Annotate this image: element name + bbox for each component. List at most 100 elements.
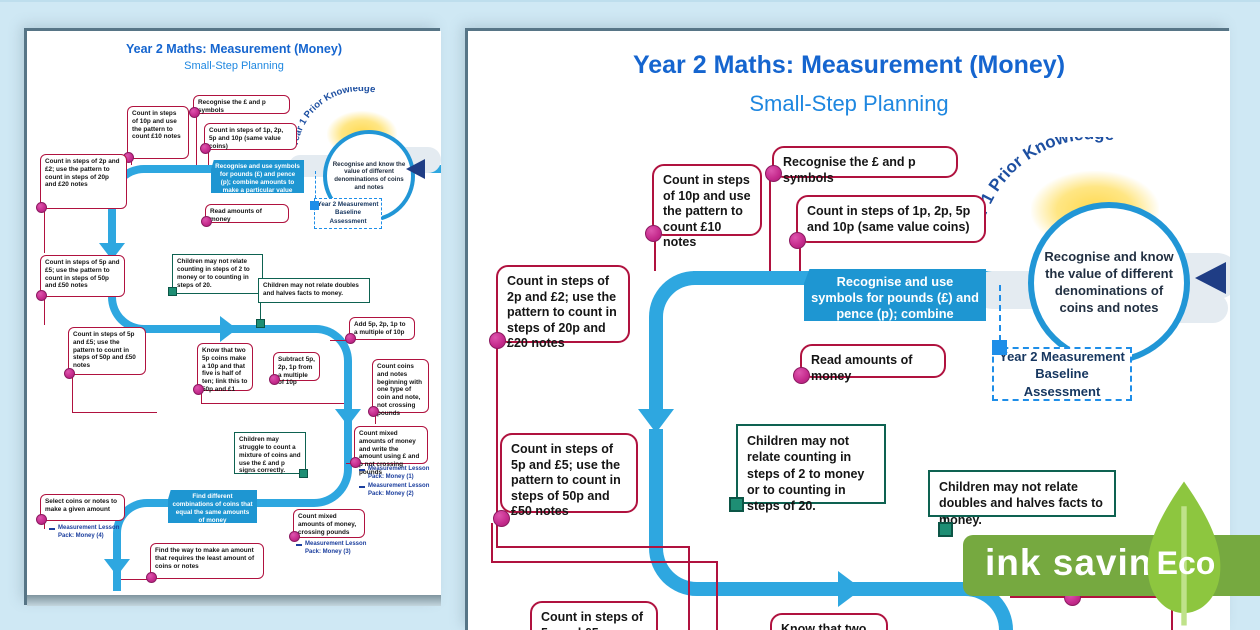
lesson-pack-link[interactable]: Measurement Lesson Pack: Money (2): [359, 483, 432, 498]
page-title: Year 2 Maths: Measurement (Money): [125, 42, 343, 56]
connector-line: [799, 243, 801, 271]
flow-path-corner: [303, 325, 352, 375]
step-text: Count in steps of 2p and £2; use the pat…: [45, 158, 120, 189]
page-bottom-edge: [27, 595, 441, 606]
caution-square: [256, 319, 265, 328]
connector-dot: [345, 333, 356, 344]
connector-line: [1171, 596, 1173, 630]
link-text[interactable]: Measurement Lesson Pack: Money (1): [368, 466, 430, 480]
connector-dot: [269, 374, 280, 385]
banner-text: Recognise and use symbols for pounds (£)…: [215, 163, 300, 195]
step-text: Select coins or notes to make a given am…: [45, 498, 118, 513]
connector-dot: [36, 514, 47, 525]
connector-dot: [289, 531, 300, 542]
lesson-pack-link[interactable]: Measurement Lesson Pack: Money (3): [296, 541, 369, 556]
banner-text: Recognise and use symbols for pounds (£)…: [811, 274, 979, 337]
page-subtitle: Small-Step Planning: [749, 91, 949, 116]
connector-line: [491, 523, 493, 563]
step-text: Count in steps of 1p, 2p, 5p and 10p (sa…: [209, 127, 284, 150]
step-text: Find the way to make an amount that requ…: [155, 547, 255, 570]
connector-line: [201, 403, 344, 405]
connector-dot: [350, 457, 361, 468]
caution-text: Children may not relate doubles and halv…: [939, 480, 1103, 527]
connector-line: [201, 389, 203, 404]
flow-banner: Find different combinations of coins tha…: [168, 490, 257, 523]
connector-line: [208, 151, 210, 165]
step-text: Count in steps of 5p and £5; use the pat…: [511, 442, 621, 518]
connector-line: [769, 179, 771, 271]
step-text: Count in steps of 10p and use the patter…: [663, 173, 751, 249]
step-box: Count in steps of 5p and £5; use the pat…: [36, 255, 125, 301]
baseline-assessment-box: Year 2 Measurement Baseline Assessment: [992, 347, 1132, 401]
step-text: Count mixed amounts of money, crossing p…: [298, 513, 357, 536]
flow-banner: Recognise and use symbols for pounds (£)…: [211, 160, 304, 193]
step-box: Recognise the £ and p symbols: [765, 146, 958, 185]
connector-line: [716, 561, 718, 630]
connector-dot: [493, 510, 510, 527]
caution-box: Children may struggle to count a mixture…: [234, 432, 306, 474]
connector-line: [121, 579, 152, 581]
prior-knowledge-text: Recognise and know the value of differen…: [332, 160, 406, 191]
step-box: Count in steps of 10p and use the patter…: [123, 106, 189, 163]
eco-label: Eco: [1156, 545, 1216, 581]
step-text: Add 5p, 2p, 1p to a multiple of 10p: [354, 321, 406, 336]
step-box: Add 5p, 2p, 1p to a multiple of 10p: [345, 317, 415, 344]
connector-dot: [36, 290, 47, 301]
link-dash-icon: [359, 486, 365, 488]
step-box: Count mixed amounts of money and write t…: [350, 426, 428, 476]
assessment-connector: [315, 171, 316, 203]
connector-line: [330, 340, 350, 342]
caution-box: Children may not relate counting in step…: [172, 254, 263, 294]
flow-banner: Recognise and use symbols for pounds (£)…: [804, 269, 986, 321]
connector-line: [491, 561, 718, 563]
flow-path-corner: [649, 271, 700, 331]
link-text[interactable]: Measurement Lesson Pack: Money (3): [305, 541, 367, 555]
caution-line: [260, 302, 262, 320]
lesson-pack-link[interactable]: Measurement Lesson Pack: Money (4): [49, 525, 122, 540]
caution-box: Children may not relate doubles and halv…: [258, 278, 370, 303]
flow-arrow-down: [335, 409, 361, 426]
flow-path-segment: [698, 582, 958, 596]
caution-text: Children may struggle to count a mixture…: [239, 436, 301, 475]
baseline-assessment-text: Year 2 Measurement Baseline Assessment: [999, 348, 1125, 399]
assessment-connector: [999, 285, 1001, 341]
connector-line: [196, 114, 198, 165]
link-text[interactable]: Measurement Lesson Pack: Money (2): [368, 483, 430, 497]
step-box: Subtract 5p, 2p, 1p from a multiple of 1…: [269, 352, 320, 386]
step-text: Count in steps of 10p and use the patter…: [132, 110, 181, 141]
flow-arrow-right: [220, 316, 237, 342]
connector-line: [496, 546, 690, 548]
step-box: Recognise the £ and p symbols: [189, 95, 290, 118]
step-box: Select coins or notes to make a given am…: [36, 494, 125, 525]
caution-line: [944, 516, 946, 524]
flow-path-segment: [649, 429, 663, 541]
step-text: Know that two 5p: [781, 622, 867, 630]
connector-dot: [368, 406, 379, 417]
link-text[interactable]: Measurement Lesson Pack: Money (4): [58, 525, 120, 539]
step-text: Count coins and notes beginning with one…: [377, 363, 423, 417]
flow-path-corner: [296, 461, 352, 507]
connector-dot: [64, 368, 75, 379]
ink-saving-label: ink saving: [985, 542, 1176, 583]
step-box: Count in steps of 1p, 2p, 5p and 10p (sa…: [200, 123, 297, 154]
connector-line: [44, 521, 46, 529]
lesson-pack-link[interactable]: Measurement Lesson Pack: Money (1): [359, 466, 432, 481]
step-box: Count mixed amounts of money, crossing p…: [289, 509, 365, 542]
step-box: Count in steps of 5p and £5; use the pat…: [64, 327, 146, 379]
caution-text: Children may not relate counting in step…: [747, 434, 865, 513]
flow-path-segment: [649, 327, 663, 413]
connector-dot: [789, 232, 806, 249]
page-right-zoomed: Year 2 Maths: Measurement (Money) Small-…: [468, 31, 1230, 630]
assessment-square: [992, 340, 1007, 355]
connector-dot: [765, 165, 782, 182]
connector-dot: [489, 332, 506, 349]
assessment-square: [310, 201, 319, 210]
link-dash-icon: [49, 528, 55, 530]
caution-box: Children may not relate doubles and halv…: [928, 470, 1116, 527]
flow-arrow-right: [838, 571, 862, 607]
connector-dot: [645, 225, 662, 242]
step-box: Count in steps of 2p and £2; use the pat…: [36, 154, 127, 213]
step-box: Read amounts of money: [793, 344, 946, 384]
eco-leaf-icon: [1145, 480, 1223, 627]
